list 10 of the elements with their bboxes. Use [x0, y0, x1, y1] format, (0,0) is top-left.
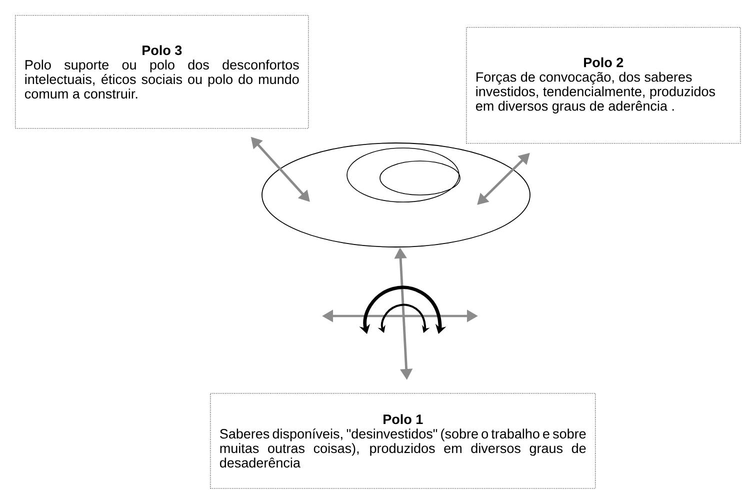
ellipse: [262, 142, 530, 248]
heading: Polo 2: [584, 57, 624, 68]
text-box: [210, 392, 596, 489]
heading: Polo 1: [384, 414, 423, 424]
text-box: [15, 15, 309, 129]
text-box: [466, 27, 741, 144]
heading: Polo 3: [142, 45, 182, 56]
body-text: Polo suporte ou polo dos desconfortos intelectuais, éticos sociais ou polo do mundo comum a construir.: [25, 60, 299, 99]
body-text: Saberes disponíveis, "desinvestidos" (sobre o trabalho e sobre muitas outras coisas), produzidos em diversos graus de desaderência: [220, 428, 586, 468]
body-text: Forças de convocação, dos saberes investidos, tendencialmente, produzidos em diversos graus de aderência .: [476, 72, 715, 114]
